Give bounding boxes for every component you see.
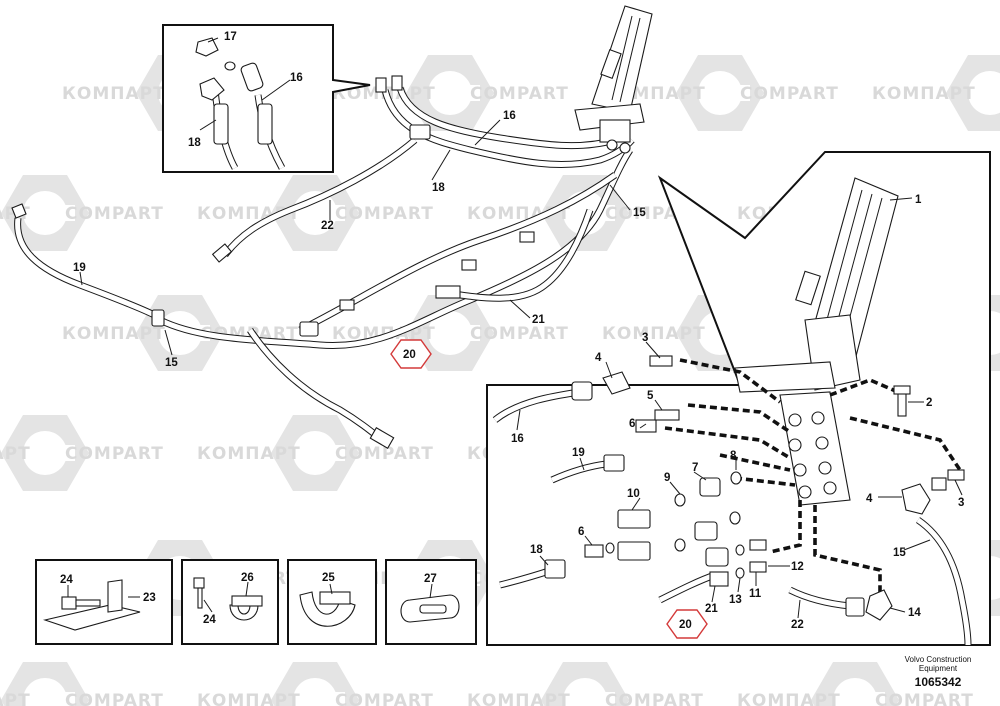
callout-19-detail: 19 <box>572 447 585 459</box>
small-parts-boxes <box>35 559 477 645</box>
callout-16-detail: 16 <box>511 433 524 445</box>
watermark-text-cyrillic: КОМПАРТ <box>62 84 166 104</box>
callout-6-upper: 6 <box>629 418 635 430</box>
accelerator-pedal-top <box>574 5 653 154</box>
callout-4-right: 4 <box>866 493 873 505</box>
callout-20-main: 20 <box>403 349 416 361</box>
drawing-number: 1065342 <box>915 675 962 689</box>
watermark-text-latin: COMPART <box>335 204 434 224</box>
callout-1: 1 <box>915 194 922 206</box>
callout-15-main-right: 15 <box>633 207 646 219</box>
watermark-text-cyrillic: КОМПАРТ <box>467 691 571 706</box>
watermark-text-latin: COMPART <box>335 691 434 706</box>
watermark-text-latin: COMPART <box>470 84 569 104</box>
watermark-text-cyrillic: КОМПАРТ <box>0 444 31 464</box>
drawing-footer: Volvo Construction Equipment 1065342 <box>905 655 972 689</box>
callout-18-main: 18 <box>432 182 445 194</box>
callout-20-detail: 20 <box>679 619 692 631</box>
callout-22-detail: 22 <box>791 619 804 631</box>
watermark-text-latin: COMPART <box>65 204 164 224</box>
watermark-text-latin: COMPART <box>335 444 434 464</box>
callout-21-detail: 21 <box>705 603 718 615</box>
callout-6-lower: 6 <box>578 526 584 538</box>
main-hose-assembly <box>11 75 635 449</box>
watermark-tile: КОМПАРТ COMPART <box>0 415 164 491</box>
watermark-tile: КОМПАРТ COMPART <box>197 415 434 491</box>
watermark-text-latin: COMPART <box>875 691 974 706</box>
callout-19-main: 19 <box>73 262 86 274</box>
watermark-text-cyrillic: КОМПАРТ <box>197 691 301 706</box>
watermark-text-cyrillic: КОМПАРТ <box>737 691 841 706</box>
detail-panel-valve <box>486 151 991 646</box>
watermark-tile: КОМПАРТ COMPART <box>467 662 704 706</box>
callout-2: 2 <box>926 397 932 409</box>
watermark-tile: КОМПАРТ COMPART <box>737 662 974 706</box>
watermark-text-latin: COMPART <box>65 444 164 464</box>
watermark-text-cyrillic: КОМПАРТ <box>197 444 301 464</box>
company-name-line2: Equipment <box>919 664 958 673</box>
inset-detail-16-17-18 <box>162 24 371 173</box>
hex-marker-20-main <box>390 339 432 369</box>
watermark-text-latin: COMPART <box>605 691 704 706</box>
callout-17: 17 <box>224 31 237 43</box>
callout-15-detail: 15 <box>893 547 906 559</box>
watermark-text-cyrillic: КОМПАРТ <box>62 324 166 344</box>
watermark-text-latin: COMPART <box>740 84 839 104</box>
callout-18-inset: 18 <box>188 137 201 149</box>
callout-24-box1: 24 <box>60 574 73 586</box>
callout-16-inset: 16 <box>290 72 303 84</box>
callout-15-main-left: 15 <box>165 357 178 369</box>
callout-27: 27 <box>424 573 437 585</box>
watermark-text-latin: COMPART <box>65 691 164 706</box>
callout-13: 13 <box>729 594 742 606</box>
watermark-text-latin: COMPART <box>470 324 569 344</box>
callout-9: 9 <box>664 472 670 484</box>
callout-21-main: 21 <box>532 314 545 326</box>
callout-14: 14 <box>908 607 921 619</box>
callout-24-box2: 24 <box>203 614 216 626</box>
callout-5: 5 <box>647 390 654 402</box>
callout-22-main: 22 <box>321 220 334 232</box>
watermark-tile: КОМПАРТ COMPART <box>0 662 164 706</box>
callout-12: 12 <box>791 561 804 573</box>
callout-25: 25 <box>322 572 335 584</box>
callout-8: 8 <box>730 450 737 462</box>
callout-11: 11 <box>749 588 762 600</box>
leader-lines <box>67 37 963 619</box>
hex-marker-20-detail <box>666 609 708 639</box>
watermark-text-cyrillic: КОМПАРТ <box>872 84 976 104</box>
callout-16-main: 16 <box>503 110 516 122</box>
watermark-tile: КОМПАРТ COMPART <box>197 662 434 706</box>
callout-18-detail: 18 <box>530 544 543 556</box>
callout-26: 26 <box>241 572 254 584</box>
callout-3-left: 3 <box>642 332 648 344</box>
callout-labels: 17 16 18 16 18 22 15 19 15 21 20 1 2 3 4… <box>60 31 964 631</box>
callout-3-right: 3 <box>958 497 964 509</box>
callout-4-left: 4 <box>595 352 602 364</box>
watermark-text-cyrillic: КОМПАРТ <box>602 324 706 344</box>
watermark-text-cyrillic: КОМПАРТ <box>0 691 31 706</box>
callout-7: 7 <box>692 462 698 474</box>
callout-23: 23 <box>143 592 156 604</box>
callout-10: 10 <box>627 488 640 500</box>
company-name-line1: Volvo Construction <box>905 655 972 664</box>
